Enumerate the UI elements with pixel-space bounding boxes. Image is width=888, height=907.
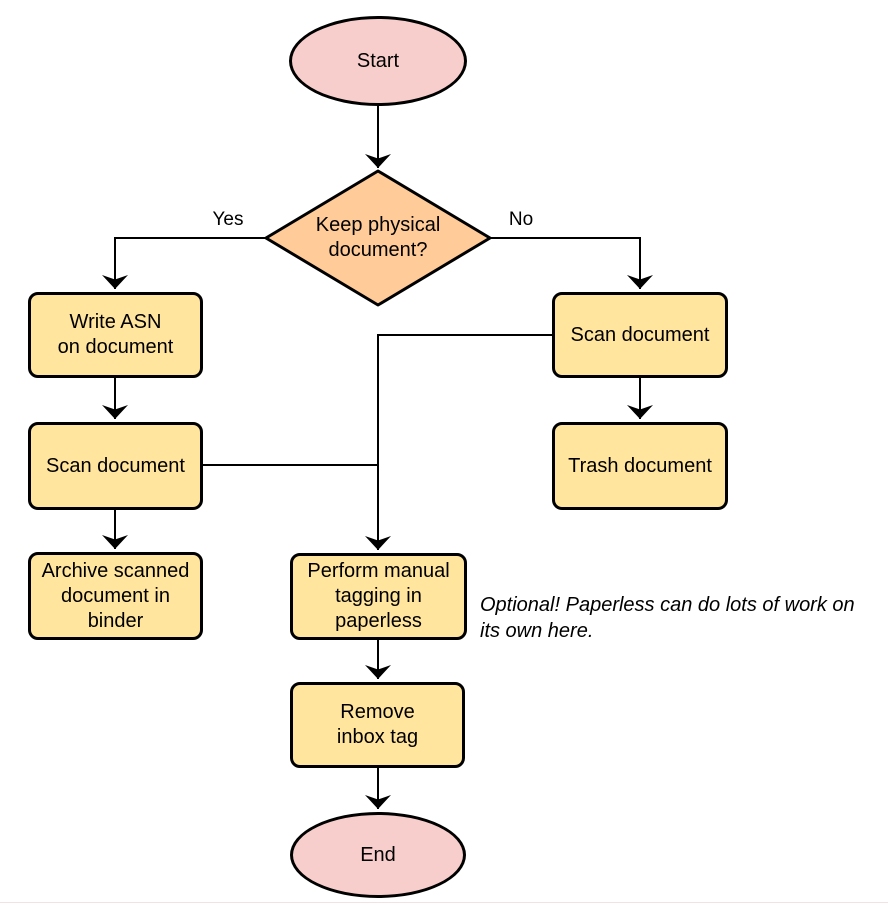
manual-tagging-node: Perform manual tagging in paperless — [290, 553, 467, 640]
archive-document-node: Archive scanned document in binder — [28, 552, 203, 640]
optional-note: Optional! Paperless can do lots of work … — [480, 594, 855, 642]
end-node: End — [290, 812, 466, 898]
decision-node: Keep physical document? — [266, 171, 490, 305]
start-label: Start — [356, 49, 400, 72]
edge-decision-no-to-scan-right — [490, 237, 653, 289]
remove-inbox-tag-label: Remove inbox tag — [336, 701, 419, 748]
trash-document-label: Trash document — [568, 454, 712, 477]
scan-document-left-label: Scan document — [46, 454, 185, 477]
write-asn-node: Write ASN on document — [28, 292, 203, 378]
decision-diamond-shape — [264, 169, 492, 307]
scan-document-left-node: Scan document — [28, 422, 203, 510]
edge-decision-yes-to-write-asn — [102, 237, 266, 289]
scan-document-right-label: Scan document — [570, 323, 710, 346]
remove-inbox-tag-node: Remove inbox tag — [290, 682, 465, 768]
archive-document-label: Archive scanned document in binder — [41, 559, 190, 632]
edge-label-no: No — [508, 209, 534, 230]
manual-tagging-label: Perform manual tagging in paperless — [307, 560, 450, 632]
start-node: Start — [289, 16, 467, 106]
bottom-hairline — [0, 902, 888, 903]
write-asn-label: Write ASN on document — [57, 311, 174, 358]
edge-label-yes: Yes — [212, 209, 244, 230]
edge-scan-right-to-tagging — [365, 334, 552, 550]
scan-document-right-node: Scan document — [552, 292, 728, 378]
decision-label: Keep physical document? — [315, 214, 441, 261]
trash-document-node: Trash document — [552, 422, 728, 510]
end-label: End — [360, 843, 396, 866]
